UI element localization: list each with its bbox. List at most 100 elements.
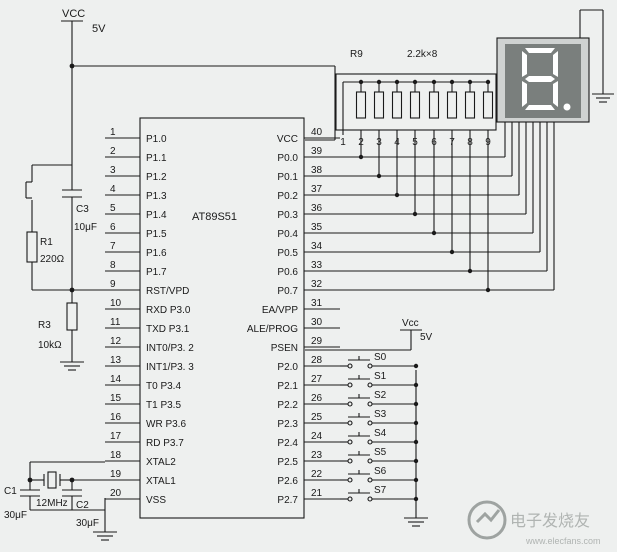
left-pin-label: WR P3.6 — [146, 419, 186, 430]
left-pin-number: 15 — [110, 393, 122, 404]
r9-package — [335, 73, 497, 131]
left-pin-number: 20 — [110, 488, 122, 499]
crystal-value: 12MHz — [36, 498, 68, 509]
port0-wiring — [340, 122, 555, 293]
resistor-r1 — [26, 231, 38, 263]
left-pin-label: P1.3 — [146, 191, 167, 202]
right-pin-label: P0.3 — [277, 210, 298, 221]
r3-value: 10kΩ — [38, 340, 62, 351]
r9-value: 2.2k×8 — [407, 49, 438, 60]
reset-button: R1 220Ω — [25, 164, 72, 290]
right-pin-label: P2.6 — [277, 476, 298, 487]
right-pin-number: 37 — [311, 184, 323, 195]
left-pin-label: P1.1 — [146, 153, 167, 164]
left-pin-number: 13 — [110, 355, 122, 366]
chip-name: AT89S51 — [192, 211, 237, 223]
right-pin-group: 40VCC39P0.038P0.137P0.236P0.335P0.434P0.… — [247, 127, 340, 506]
left-pin-label: TXD P3.1 — [146, 324, 190, 335]
right-pin-label: P2.5 — [277, 457, 298, 468]
left-pin-label: P1.2 — [146, 172, 167, 183]
left-pin-number: 10 — [110, 298, 122, 309]
right-pin-label: EA/VPP — [262, 305, 298, 316]
r1-value: 220Ω — [40, 254, 65, 265]
vcc-volts: 5V — [92, 23, 106, 35]
watermark-url: www.elecfans.com — [525, 536, 601, 546]
switch-label: S1 — [374, 371, 387, 382]
watermark: 电子发烧友 www.elecfans.com — [467, 500, 601, 546]
right-pin-number: 39 — [311, 146, 323, 157]
left-pin-label: P1.0 — [146, 134, 167, 145]
right-pin-label: PSEN — [271, 343, 298, 354]
c1-label: C1 — [4, 486, 17, 497]
right-pin-label: P0.0 — [277, 153, 298, 164]
right-pin-label: P2.7 — [277, 495, 298, 506]
left-pin-number: 2 — [110, 146, 116, 157]
psen-vcc: Vcc 5V — [305, 318, 433, 351]
vcc-label: VCC — [62, 8, 85, 20]
left-pin-group: 1P1.02P1.13P1.24P1.35P1.46P1.57P1.68P1.7… — [105, 127, 194, 506]
left-pin-label: RST/VPD — [146, 286, 189, 297]
right-pin-number: 24 — [311, 431, 323, 442]
left-pin-label: RD P3.7 — [146, 438, 184, 449]
right-pin-number: 27 — [311, 374, 323, 385]
right-pin-number: 30 — [311, 317, 323, 328]
c2-value: 30μF — [76, 518, 99, 529]
r9-pin-number: 1 — [340, 137, 346, 148]
c1-value: 30μF — [4, 510, 27, 521]
left-pin-number: 4 — [110, 184, 116, 195]
right-pin-label: P2.4 — [277, 438, 298, 449]
switch-ground — [404, 370, 428, 527]
switch-label: S7 — [374, 485, 387, 496]
r3-label: R3 — [38, 320, 51, 331]
switch-label: S2 — [374, 390, 387, 401]
left-pin-number: 14 — [110, 374, 122, 385]
seven-segment-display — [496, 9, 614, 123]
left-pin-label: T1 P3.5 — [146, 400, 181, 411]
right-pin-label: ALE/PROG — [247, 324, 298, 335]
right-pin-label: P0.1 — [277, 172, 298, 183]
left-pin-label: INT1/P3. 3 — [146, 362, 194, 373]
right-pin-label: P2.3 — [277, 419, 298, 430]
left-pin-number: 17 — [110, 431, 122, 442]
left-pin-label: P1.4 — [146, 210, 167, 221]
left-pin-number: 1 — [110, 127, 116, 138]
switch-label: S3 — [374, 409, 387, 420]
right-pin-label: P0.2 — [277, 191, 298, 202]
right-pin-number: 40 — [311, 127, 323, 138]
right-pin-label: P0.6 — [277, 267, 298, 278]
left-pin-label: P1.5 — [146, 229, 167, 240]
left-pin-label: XTAL1 — [146, 476, 176, 487]
left-pin-label: T0 P3.4 — [146, 381, 181, 392]
right-pin-number: 33 — [311, 260, 323, 271]
left-pin-label: XTAL2 — [146, 457, 176, 468]
left-pin-label: P1.7 — [146, 267, 167, 278]
right-pin-number: 32 — [311, 279, 323, 290]
c2-label: C2 — [76, 500, 89, 511]
right-pin-number: 22 — [311, 469, 323, 480]
vcc2-label: Vcc — [402, 318, 419, 329]
right-pin-label: P2.2 — [277, 400, 298, 411]
left-pin-label: RXD P3.0 — [146, 305, 191, 316]
right-pin-number: 25 — [311, 412, 323, 423]
resistor-r3 — [66, 302, 78, 331]
left-pin-number: 11 — [110, 317, 121, 328]
r9-label: R9 — [350, 49, 363, 60]
left-pin-number: 12 — [110, 336, 122, 347]
chip-body — [139, 117, 305, 519]
left-pin-label: INT0/P3. 2 — [146, 343, 194, 354]
right-pin-label: P0.5 — [277, 248, 298, 259]
left-pin-number: 7 — [110, 241, 116, 252]
crystal — [47, 471, 57, 489]
right-pin-number: 31 — [311, 298, 323, 309]
switch-label: S4 — [374, 428, 387, 439]
right-pin-number: 23 — [311, 450, 323, 461]
right-pin-number: 36 — [311, 203, 323, 214]
c3-label: C3 — [76, 204, 89, 215]
right-pin-label: P0.4 — [277, 229, 298, 240]
capacitor-c3: C3 10μF — [62, 189, 97, 290]
right-pin-number: 21 — [311, 488, 323, 499]
watermark-text: 电子发烧友 — [510, 512, 590, 530]
left-pin-number: 19 — [110, 469, 122, 480]
c3-value: 10μF — [74, 222, 97, 233]
